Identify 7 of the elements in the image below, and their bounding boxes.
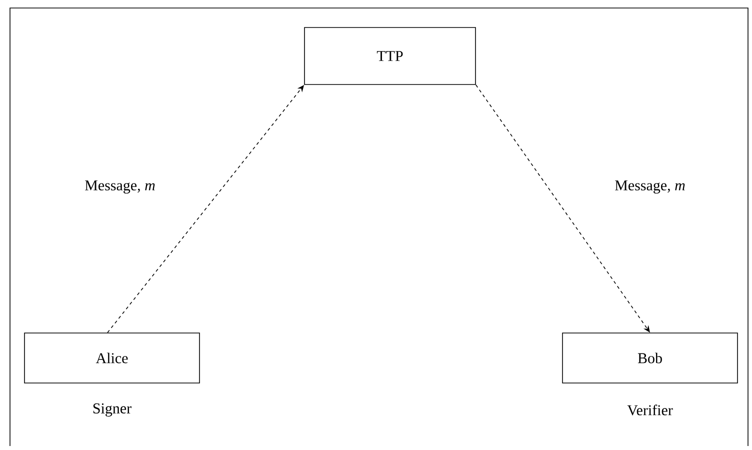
role-label: Verifier: [627, 404, 673, 416]
edge-label: Message, m: [85, 180, 155, 194]
edge-label: Message, m: [615, 180, 685, 194]
entity-box: TTP: [304, 27, 476, 85]
entity-box: Bob: [562, 332, 738, 384]
role-label: Signer: [93, 403, 132, 417]
entity-box: Alice: [24, 332, 200, 384]
